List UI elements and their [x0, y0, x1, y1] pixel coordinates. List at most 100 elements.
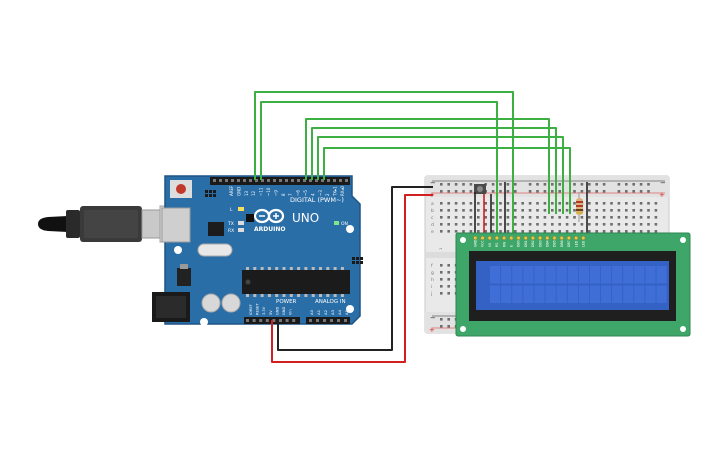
rail-hole[interactable]	[506, 190, 510, 193]
breadboard-hole[interactable]	[647, 209, 650, 212]
breadboard-hole[interactable]	[536, 202, 539, 205]
breadboard-hole[interactable]	[595, 202, 598, 205]
breadboard-hole[interactable]	[595, 216, 598, 219]
breadboard-hole[interactable]	[499, 223, 502, 226]
rail-hole[interactable]	[551, 183, 554, 186]
lcd-pin[interactable]	[574, 235, 579, 241]
header-pin[interactable]	[344, 319, 347, 322]
breadboard-hole[interactable]	[639, 230, 643, 233]
breadboard-hole[interactable]	[462, 209, 465, 212]
breadboard-hole[interactable]	[588, 216, 591, 219]
breadboard-hole[interactable]	[632, 223, 635, 226]
rail-hole[interactable]	[632, 183, 635, 186]
power-wires[interactable]	[271, 186, 433, 363]
wire-gnd[interactable]	[277, 186, 433, 351]
breadboard-hole[interactable]	[506, 209, 510, 212]
breadboard-hole[interactable]	[447, 264, 450, 267]
rail-hole[interactable]	[625, 183, 628, 186]
rail-hole[interactable]	[543, 183, 547, 186]
breadboard-hole[interactable]	[558, 216, 561, 219]
header-pin[interactable]	[330, 319, 333, 322]
breadboard-hole[interactable]	[440, 223, 443, 226]
breadboard-hole[interactable]	[477, 230, 480, 233]
breadboard-hole[interactable]	[588, 209, 591, 212]
rail-hole[interactable]	[536, 183, 539, 186]
lcd-pin[interactable]	[552, 235, 557, 241]
rail-hole[interactable]	[447, 183, 450, 186]
breadboard-hole[interactable]	[565, 223, 569, 226]
breadboard-hole[interactable]	[654, 216, 658, 219]
breadboard-hole[interactable]	[602, 216, 606, 219]
breadboard-hole[interactable]	[528, 216, 532, 219]
breadboard-hole[interactable]	[491, 202, 495, 205]
breadboard-hole[interactable]	[647, 216, 650, 219]
breadboard-hole[interactable]	[462, 223, 465, 226]
breadboard-hole[interactable]	[588, 202, 591, 205]
rail-hole[interactable]	[506, 183, 510, 186]
breadboard-hole[interactable]	[469, 202, 473, 205]
breadboard-hole[interactable]	[506, 230, 510, 233]
breadboard-hole[interactable]	[602, 209, 606, 212]
resistor[interactable]	[576, 192, 583, 222]
rail-hole[interactable]	[588, 183, 591, 186]
breadboard-hole[interactable]	[447, 285, 450, 288]
header-pin[interactable]	[315, 179, 318, 182]
breadboard-hole[interactable]	[477, 223, 480, 226]
breadboard-hole[interactable]	[580, 223, 584, 226]
breadboard-hole[interactable]	[543, 216, 547, 219]
rail-hole[interactable]	[573, 190, 576, 193]
breadboard-hole[interactable]	[565, 230, 569, 233]
breadboard-hole[interactable]	[543, 202, 547, 205]
breadboard-hole[interactable]	[580, 216, 584, 219]
header-pin[interactable]	[219, 179, 222, 182]
rail-hole[interactable]	[536, 190, 539, 193]
breadboard-hole[interactable]	[499, 209, 502, 212]
lcd-pin[interactable]	[516, 235, 521, 241]
rail-hole[interactable]	[454, 183, 458, 186]
wire-5v[interactable]	[271, 194, 433, 363]
breadboard-hole[interactable]	[654, 230, 658, 233]
wire-pin-3[interactable]	[317, 136, 564, 214]
rail-hole[interactable]	[528, 183, 532, 186]
header-pin[interactable]	[243, 179, 246, 182]
breadboard-hole[interactable]	[447, 271, 450, 274]
breadboard-hole[interactable]	[551, 230, 554, 233]
lcd-pin[interactable]	[502, 235, 507, 241]
lcd-pin[interactable]	[545, 235, 550, 241]
breadboard-hole[interactable]	[551, 202, 554, 205]
breadboard-hole[interactable]	[447, 223, 450, 226]
breadboard-hole[interactable]	[491, 230, 495, 233]
rail-hole[interactable]	[469, 183, 473, 186]
breadboard-hole[interactable]	[617, 209, 621, 212]
rail-hole[interactable]	[514, 183, 517, 186]
wire-pin-11[interactable]	[260, 101, 498, 238]
header-pin[interactable]	[265, 319, 269, 322]
header-pin[interactable]	[309, 179, 312, 182]
breadboard-hole[interactable]	[625, 230, 628, 233]
header-pin[interactable]	[323, 319, 326, 322]
header-pin[interactable]	[225, 179, 228, 182]
potentiometer[interactable]	[474, 184, 486, 194]
breadboard-hole[interactable]	[617, 202, 621, 205]
header-pin[interactable]	[231, 179, 234, 182]
breadboard-hole[interactable]	[617, 223, 621, 226]
rail-hole[interactable]	[573, 183, 576, 186]
breadboard-hole[interactable]	[536, 223, 539, 226]
breadboard-hole[interactable]	[543, 230, 547, 233]
breadboard-hole[interactable]	[499, 230, 502, 233]
header-pin[interactable]	[273, 179, 276, 182]
breadboard-hole[interactable]	[647, 230, 650, 233]
rail-hole[interactable]	[528, 190, 532, 193]
breadboard-hole[interactable]	[528, 230, 532, 233]
breadboard-hole[interactable]	[440, 264, 443, 267]
breadboard-hole[interactable]	[536, 209, 539, 212]
lcd-pin[interactable]	[509, 235, 514, 241]
breadboard-hole[interactable]	[528, 209, 532, 212]
breadboard-hole[interactable]	[484, 209, 487, 212]
breadboard-hole[interactable]	[647, 202, 650, 205]
breadboard-hole[interactable]	[617, 216, 621, 219]
breadboard-hole[interactable]	[654, 223, 658, 226]
breadboard-hole[interactable]	[536, 216, 539, 219]
breadboard-hole[interactable]	[462, 216, 465, 219]
